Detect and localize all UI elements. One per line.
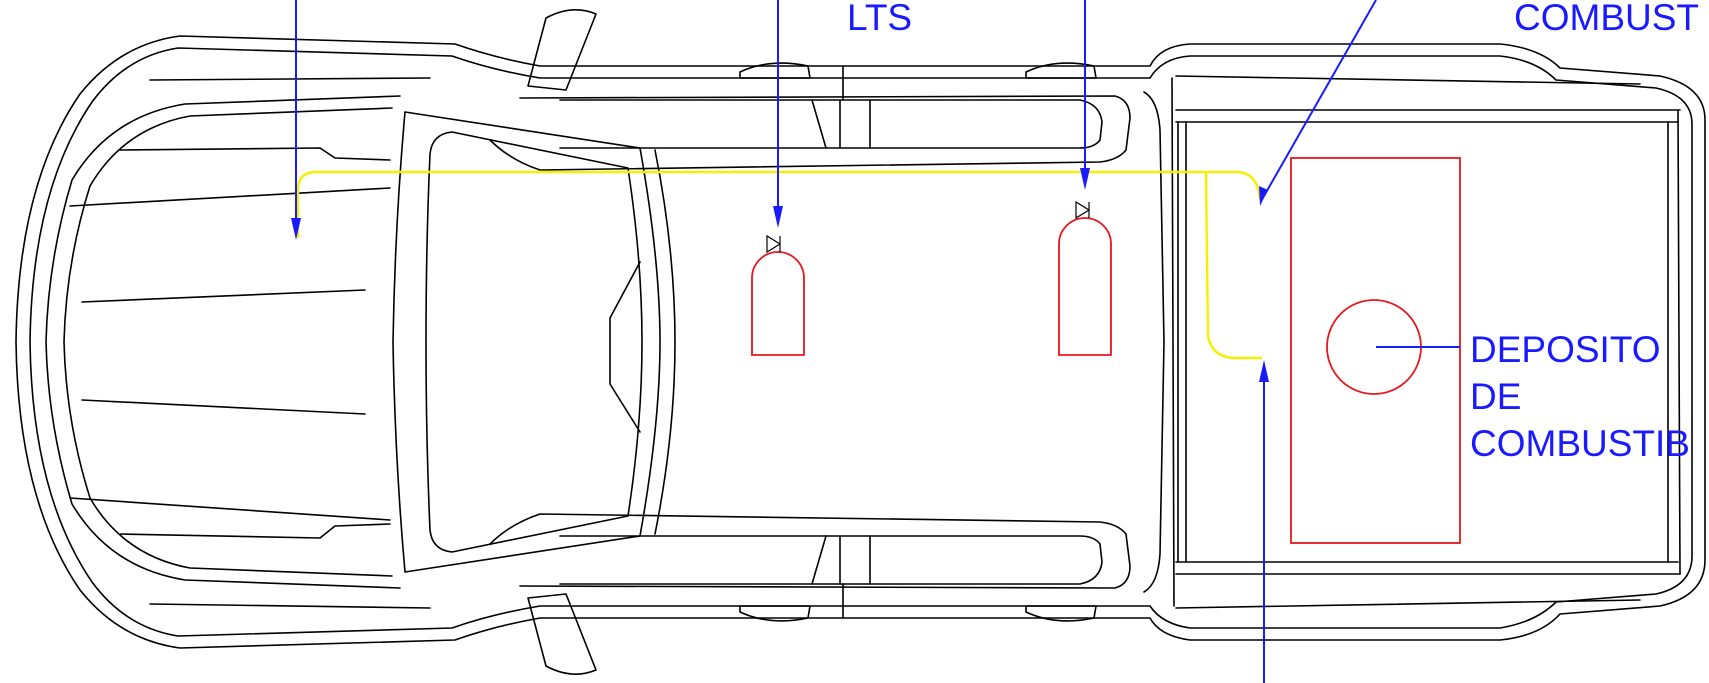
label-deposito-line-3: COMBUSTIB [1470, 423, 1690, 464]
label-lts: LTS [847, 0, 912, 38]
vehicle-outline [15, 9, 1706, 675]
arrowhead-icon [1259, 186, 1268, 206]
valve-symbol-icon [1075, 200, 1091, 220]
label-deposito-line-1: DEPOSITO [1470, 329, 1661, 370]
leader-lines [295, 0, 1460, 683]
gas-cylinder-icon [751, 251, 805, 356]
arrowhead-icon [1259, 360, 1269, 382]
fuel-tank-icon [1290, 157, 1461, 544]
arrowhead-icon [291, 218, 301, 240]
gas-cylinder-icon [1058, 217, 1112, 356]
fuel-pipe [296, 170, 1262, 360]
arrowhead-icon [773, 206, 783, 228]
label-combust-top: COMBUST [1514, 0, 1699, 38]
arrowheads [291, 168, 1269, 382]
arrowhead-icon [1080, 168, 1090, 190]
label-deposito-line-2: DE [1470, 376, 1521, 417]
valve-symbol-icon [766, 234, 782, 254]
